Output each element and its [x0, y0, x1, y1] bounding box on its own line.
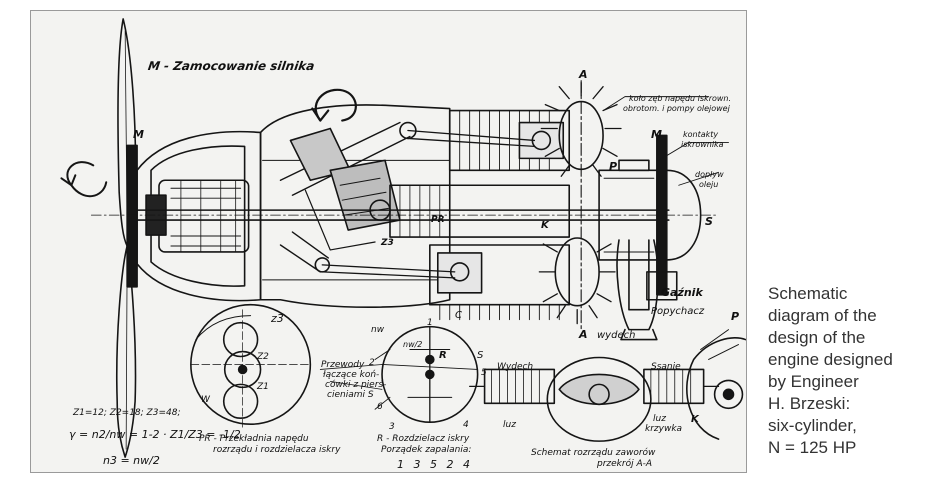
label-wydech-top: wydech [597, 330, 636, 341]
label-n2: 2 [369, 358, 375, 368]
label-iskrownika: iskrownika [681, 140, 724, 149]
caption-line: by Engineer [768, 372, 859, 391]
rotation-arrow-left [66, 161, 108, 198]
upper-cylinder [407, 109, 571, 172]
formula-ratio: γ = n2/nw = 1-2 · Z1/Z3 = -1/2 [69, 428, 241, 441]
label-gaznik: Gaźnik [661, 286, 703, 299]
engine-schematic-drawing: M - Zamocowanie silnika M M A A koło zęb… [30, 10, 747, 473]
label-gear-z1: Z1 [257, 382, 269, 392]
caption-line: diagram of the [768, 306, 877, 325]
label-c: C [455, 310, 462, 321]
label-doplyw: dopływ [695, 170, 724, 179]
caption-r-line-3: 1 3 5 2 4 [397, 458, 473, 471]
caption-line: Schematic [768, 284, 848, 303]
lower-cylinder [321, 244, 571, 321]
formula-gear-teeth: Z1=12; Z2=18; Z3=48; [73, 408, 181, 418]
label-n1: 1 [427, 318, 433, 328]
drawing-title: M - Zamocowanie silnika [147, 59, 316, 73]
label-luz-left: luz [503, 420, 516, 430]
accessory-housing [598, 134, 702, 311]
caption-pr-line-2: rozrządu i rozdzielacza iskry [213, 445, 341, 455]
label-gear-w: W [201, 395, 210, 405]
cam-assembly [686, 329, 746, 440]
label-przewody-3: cówki z pierś- [325, 380, 387, 390]
caption-line: N = 125 HP [768, 438, 857, 457]
label-przewody-4: cieniami S [327, 390, 374, 400]
label-ssanie: Ssanie [651, 362, 681, 372]
caption-line: six-cylinder, [768, 416, 857, 435]
label-gear-z3: z3 [271, 312, 284, 325]
label-nw-fraction: nw/2 [403, 340, 423, 349]
caption-r-line-1: R - Rozdzielacz iskry [377, 434, 470, 444]
label-oleju: oleju [699, 180, 719, 189]
cylinder-head-bottom [538, 237, 616, 325]
label-a-bottom: A [579, 328, 588, 341]
caption-pr-line-1: PR - Przekładnia napędu [199, 434, 309, 444]
label-przewody-2: łączące koń- [323, 370, 380, 380]
rotation-arrow-top [314, 88, 357, 122]
label-r: R [439, 350, 447, 361]
cylinder-block [389, 184, 571, 238]
engine-schematic-lines [60, 18, 746, 458]
label-z3: Z3 [381, 238, 394, 248]
caption-line: engine designed [768, 350, 893, 369]
gear-train-pr [190, 303, 312, 430]
label-gear-z2: Z2 [257, 352, 269, 362]
valve-gear-section [469, 356, 720, 442]
caption-r-line-2: Porządek zapalania: [381, 445, 472, 455]
main-shaft [136, 209, 670, 221]
label-kolo-2: obrotom. i pompy olejowej [623, 104, 730, 113]
label-a-top: A [579, 68, 588, 81]
label-s-distributor: S [477, 350, 484, 361]
caption-schemat-line-2: przekrój A-A [597, 459, 653, 469]
spinner-hub [126, 130, 262, 302]
label-kolo: koło zęb napędu iskrown. [629, 94, 732, 103]
figure-caption: Schematic diagram of the design of the e… [768, 283, 943, 459]
label-luz-right: luz [653, 414, 666, 424]
label-m-left: M [133, 128, 144, 141]
label-p: P [609, 160, 618, 173]
label-p-right: P [731, 310, 740, 323]
label-n5: 5 [481, 368, 487, 378]
label-krzywka: krzywka [645, 424, 683, 434]
label-n4: 4 [463, 420, 469, 430]
crankcase [259, 104, 451, 309]
label-k-cam: K [691, 414, 699, 425]
distributor-r [319, 325, 479, 424]
label-m-right: M [651, 128, 662, 141]
carburetor [616, 239, 678, 341]
label-kontakty: kontakty [683, 130, 719, 139]
caption-line: design of the [768, 328, 866, 347]
label-pr: PR [431, 215, 445, 225]
caption-schemat-line-1: Schemat rozrządu zaworów [531, 448, 656, 458]
caption-line: H. Brzeski: [768, 394, 851, 413]
label-wydech-left: Wydech [497, 362, 534, 372]
label-k: K [541, 220, 549, 231]
label-popychacz: Popychacz [651, 306, 705, 317]
label-przewody: Przewody [321, 360, 365, 370]
label-nw: nw [371, 325, 385, 335]
label-s: S [705, 215, 713, 228]
label-n6: 6 [377, 402, 383, 412]
formula-n3: n3 = nw/2 [103, 454, 160, 467]
label-n3: 3 [389, 422, 395, 432]
